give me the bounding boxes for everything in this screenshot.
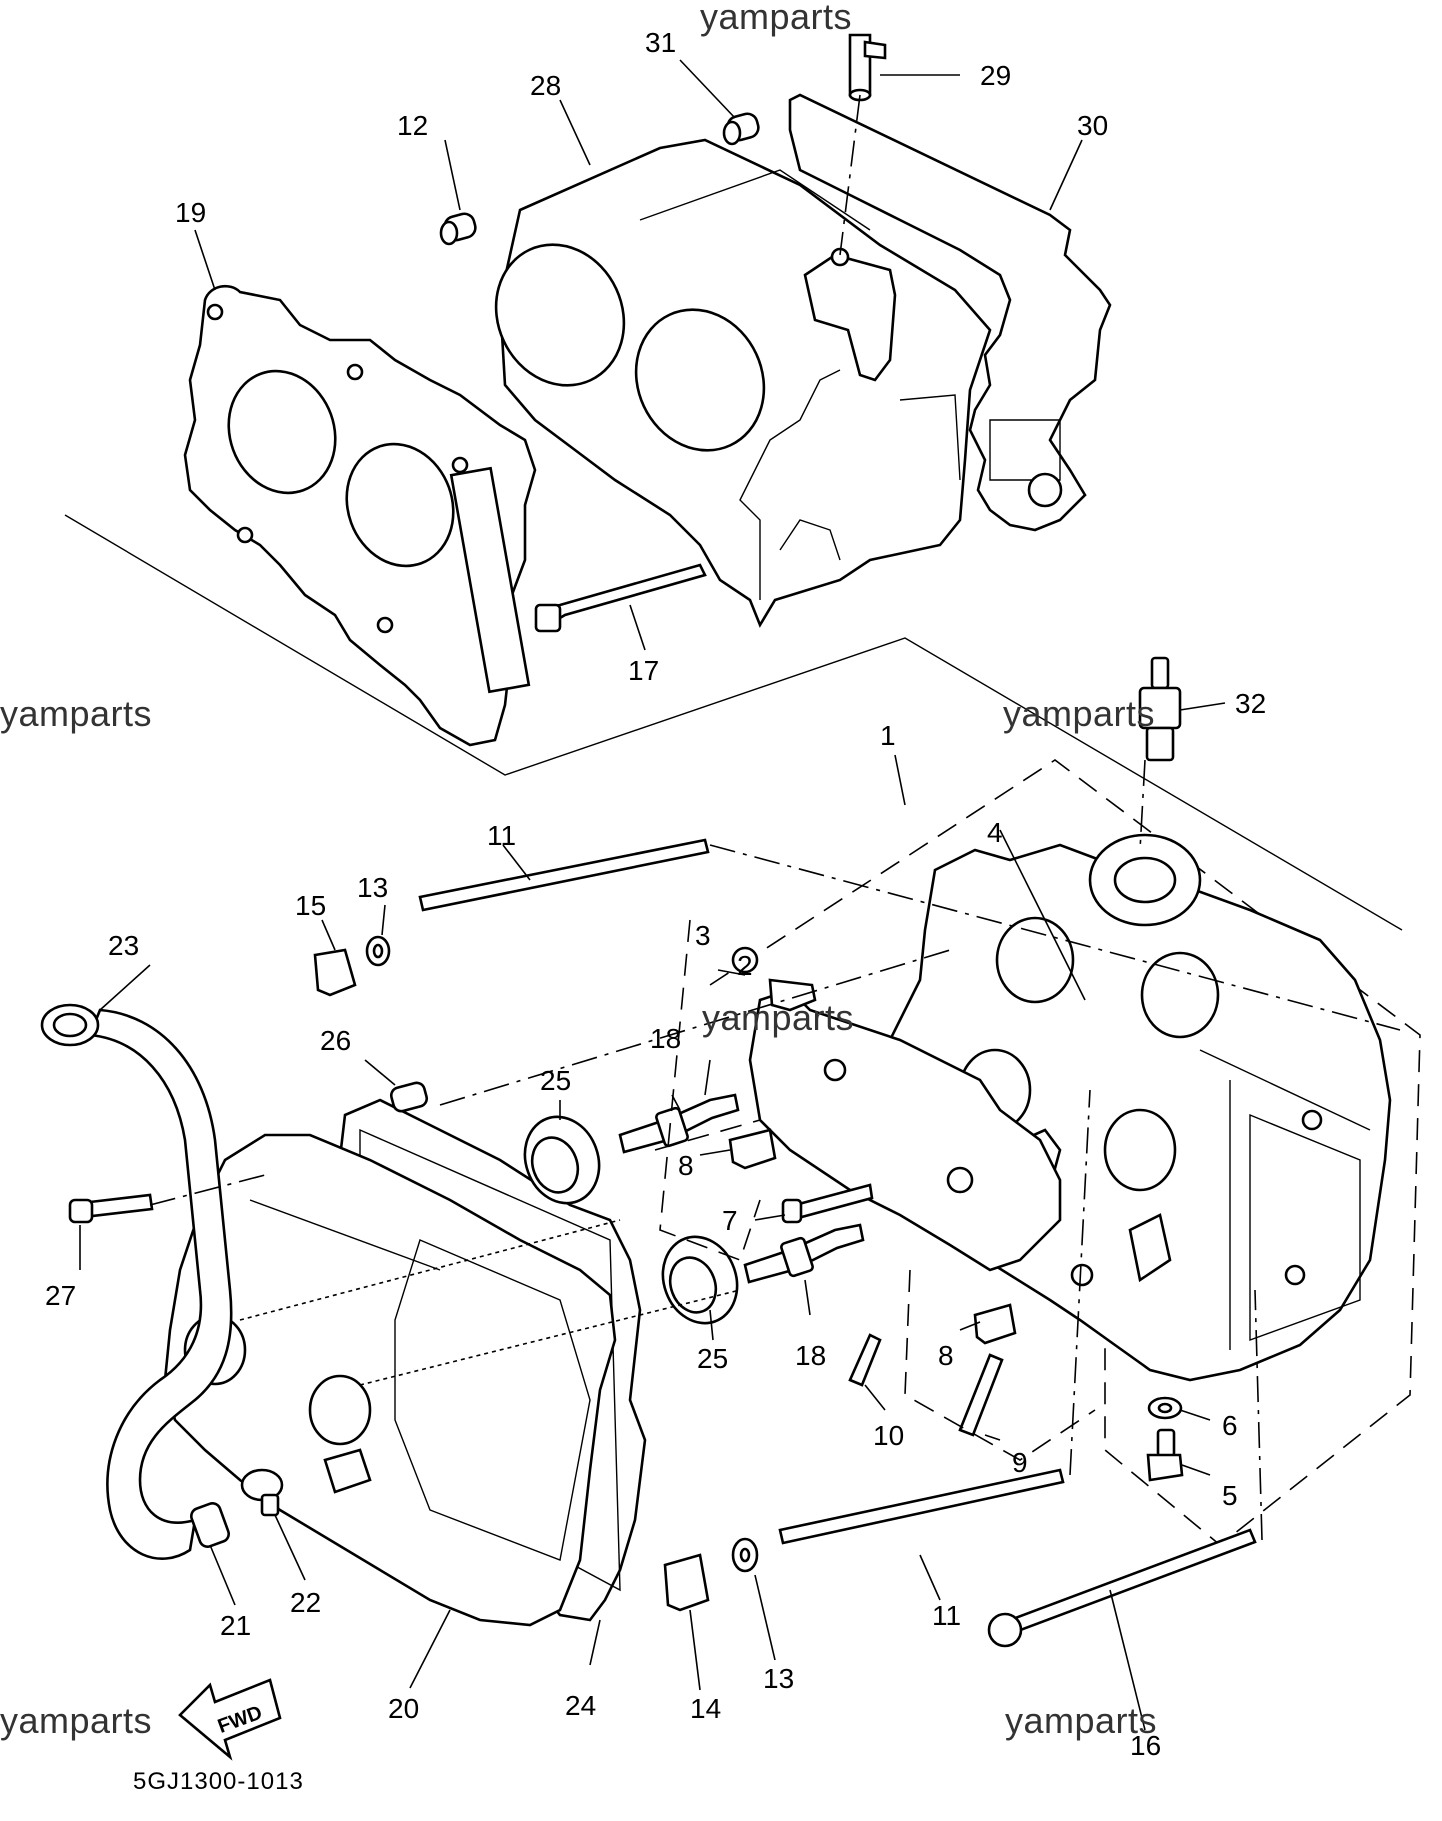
washer-6: [1147, 1396, 1183, 1420]
callout-4: 4: [987, 817, 1003, 848]
o-ring-3: [731, 946, 759, 974]
cap-nut-14: [663, 1553, 710, 1612]
watermark-bottom-left: yamparts: [0, 1700, 153, 1741]
cylinder-head-assembly-outline: [709, 759, 1421, 1547]
bolt-27: [68, 1193, 154, 1224]
plug-8-lower: [973, 1303, 1017, 1345]
manifold-plate: [748, 988, 1094, 1287]
callout-23: 23: [108, 930, 139, 961]
callout-25-upper: 25: [540, 1065, 571, 1096]
drawing-code: 5GJ1300-1013: [133, 1768, 304, 1795]
washer-13-upper: [365, 935, 391, 967]
part-callouts: 1 2 3 4 5 6 7 8 8 9 10 11 11 12 13 13 14…: [45, 27, 1266, 1761]
callout-2: 2: [737, 950, 753, 981]
callout-19: 19: [175, 197, 206, 228]
plug-8-upper: [728, 1128, 777, 1170]
callout-12: 12: [397, 110, 428, 141]
callout-31: 31: [645, 27, 676, 58]
callout-22: 22: [290, 1587, 321, 1618]
callout-10: 10: [873, 1420, 904, 1451]
callout-21: 21: [220, 1610, 251, 1641]
bolt-5: [1146, 1428, 1184, 1482]
callout-3: 3: [695, 920, 711, 951]
callout-18-upper: 18: [650, 1023, 681, 1054]
callout-30: 30: [1077, 110, 1108, 141]
fitting-18-lower: [743, 1223, 865, 1284]
stud-bolt-11-lower: [778, 1468, 1065, 1545]
callout-8-upper: 8: [678, 1150, 694, 1181]
callout-11-lower: 11: [932, 1600, 961, 1631]
stud-10: [848, 1333, 882, 1387]
forward-direction-arrow: FWD: [178, 1678, 282, 1761]
callout-24: 24: [565, 1690, 596, 1721]
seal-25-lower: [661, 1235, 739, 1325]
hose-fitting-29: [848, 33, 887, 102]
bolt-7: [781, 1183, 874, 1224]
callout-5: 5: [1222, 1480, 1238, 1511]
callout-16: 16: [1130, 1730, 1161, 1761]
watermark-left-middle: yamparts: [0, 693, 153, 734]
callout-17: 17: [628, 655, 659, 686]
stud-9: [958, 1353, 1004, 1437]
dowel-pin-26: [389, 1081, 429, 1113]
hose-clamp-22: [240, 1468, 284, 1517]
dowel-pin-31: [722, 112, 760, 146]
callout-7: 7: [722, 1205, 738, 1236]
callout-27: 27: [45, 1280, 76, 1311]
callout-13-lower: 13: [763, 1663, 794, 1694]
sensor-32: [1138, 656, 1182, 762]
leader-lines: [79, 59, 1401, 1731]
dowel-pin-12: [439, 212, 477, 246]
watermark-bottom-right: yamparts: [1005, 1700, 1158, 1741]
plug-2: [768, 978, 817, 1012]
watermark-right-middle: yamparts: [1003, 693, 1156, 734]
subgroup-outline-lower: [904, 1269, 1096, 1461]
callout-32: 32: [1235, 688, 1266, 719]
callout-18-lower: 18: [795, 1340, 826, 1371]
watermark-top: yamparts: [700, 0, 853, 37]
callout-26: 26: [320, 1025, 351, 1056]
callout-1: 1: [880, 720, 896, 751]
callout-9: 9: [1012, 1447, 1028, 1478]
callout-20: 20: [388, 1693, 419, 1724]
cap-nut-15: [313, 948, 357, 997]
callout-25-lower: 25: [697, 1343, 728, 1374]
stud-bolt-11-upper: [418, 838, 710, 912]
callout-15: 15: [295, 890, 326, 921]
callout-8-lower: 8: [938, 1340, 954, 1371]
washer-13-lower: [731, 1537, 759, 1573]
subgroup-outline-upper: [654, 919, 761, 1262]
callout-14: 14: [690, 1693, 721, 1724]
cylinder-assembly-outline: [64, 514, 1403, 931]
callout-6: 6: [1222, 1410, 1238, 1441]
callout-29: 29: [980, 60, 1011, 91]
long-bolt-16: [987, 1528, 1257, 1648]
breather-hose: [40, 1003, 233, 1560]
hose-fitting-21: [190, 1502, 230, 1548]
cylinder-gasket-right: [788, 93, 1112, 532]
fitting-18-upper: [618, 1093, 740, 1154]
watermark-center: yamparts: [702, 997, 855, 1038]
callout-13-upper: 13: [357, 872, 388, 903]
cylinder-head-gasket: [183, 284, 537, 747]
cylinder-block: [494, 138, 992, 628]
callout-11-upper: 11: [487, 820, 516, 851]
long-bolt-17: [534, 563, 707, 633]
callout-28: 28: [530, 70, 561, 101]
seal-25-upper: [523, 1115, 601, 1205]
